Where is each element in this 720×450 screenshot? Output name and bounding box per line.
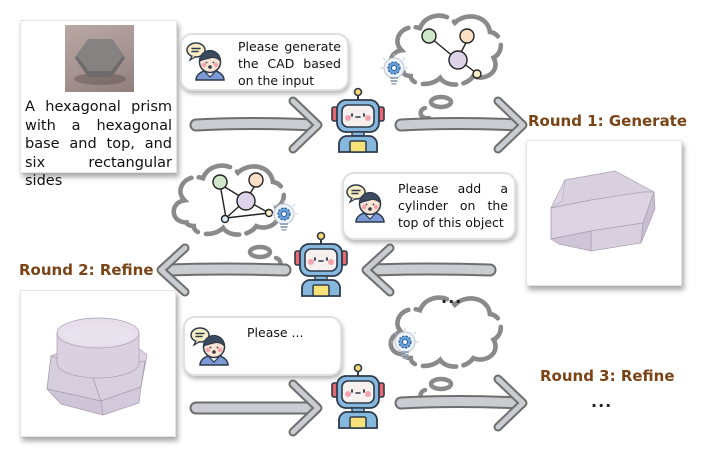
round-3-result: ... <box>591 392 613 411</box>
input-description: A hexagonal prism with a hexagonal base … <box>25 99 172 189</box>
arrow-right-2 <box>394 96 528 154</box>
arrow-right-4 <box>394 374 528 432</box>
user-message-3-text: Please ... <box>247 325 304 340</box>
hexagonal-prism-with-cylinder-render <box>45 317 148 416</box>
user-avatar-icon <box>190 327 229 366</box>
graph-icon <box>421 28 482 79</box>
thought-bubble-1 <box>385 8 525 121</box>
thought-bubble-3-text: ... <box>441 288 463 307</box>
graph-icon <box>212 172 274 224</box>
input-card: A hexagonal prism with a hexagonal base … <box>20 20 177 189</box>
hexagonal-prism-render <box>550 170 656 252</box>
lightbulb-gear-icon <box>269 199 299 232</box>
user-message-2: Please add a cylinder on the top of this… <box>342 172 516 240</box>
arrow-right-3 <box>189 379 323 437</box>
round-2-title: Round 2: Refine <box>19 261 154 279</box>
robot-icon <box>331 363 385 429</box>
user-message-1: Please generate the CAD based on the inp… <box>180 33 349 91</box>
round-1-title: Round 1: Generate <box>528 112 688 130</box>
hexagon-photo-icon <box>74 39 126 85</box>
thought-bubble-2 <box>168 158 308 271</box>
robot-icon <box>294 231 348 297</box>
lightbulb-gear-icon <box>379 53 409 86</box>
input-photo <box>65 25 134 92</box>
user-message-2-text: Please add a cylinder on the top of this… <box>398 181 508 230</box>
robot-icon <box>331 87 385 153</box>
round-1-result-card <box>526 140 682 286</box>
arrow-left-2 <box>156 243 292 297</box>
user-avatar-icon <box>186 42 225 81</box>
user-avatar-icon <box>346 184 385 223</box>
arrow-right-1 <box>189 96 323 154</box>
user-message-1-text: Please generate the CAD based on the inp… <box>238 39 341 88</box>
user-message-3: Please ... <box>183 316 342 376</box>
lightbulb-gear-icon <box>390 327 420 360</box>
arrow-left-1 <box>361 243 497 297</box>
round-3-title: Round 3: Refine <box>540 367 675 385</box>
round-2-result-card <box>20 290 176 437</box>
